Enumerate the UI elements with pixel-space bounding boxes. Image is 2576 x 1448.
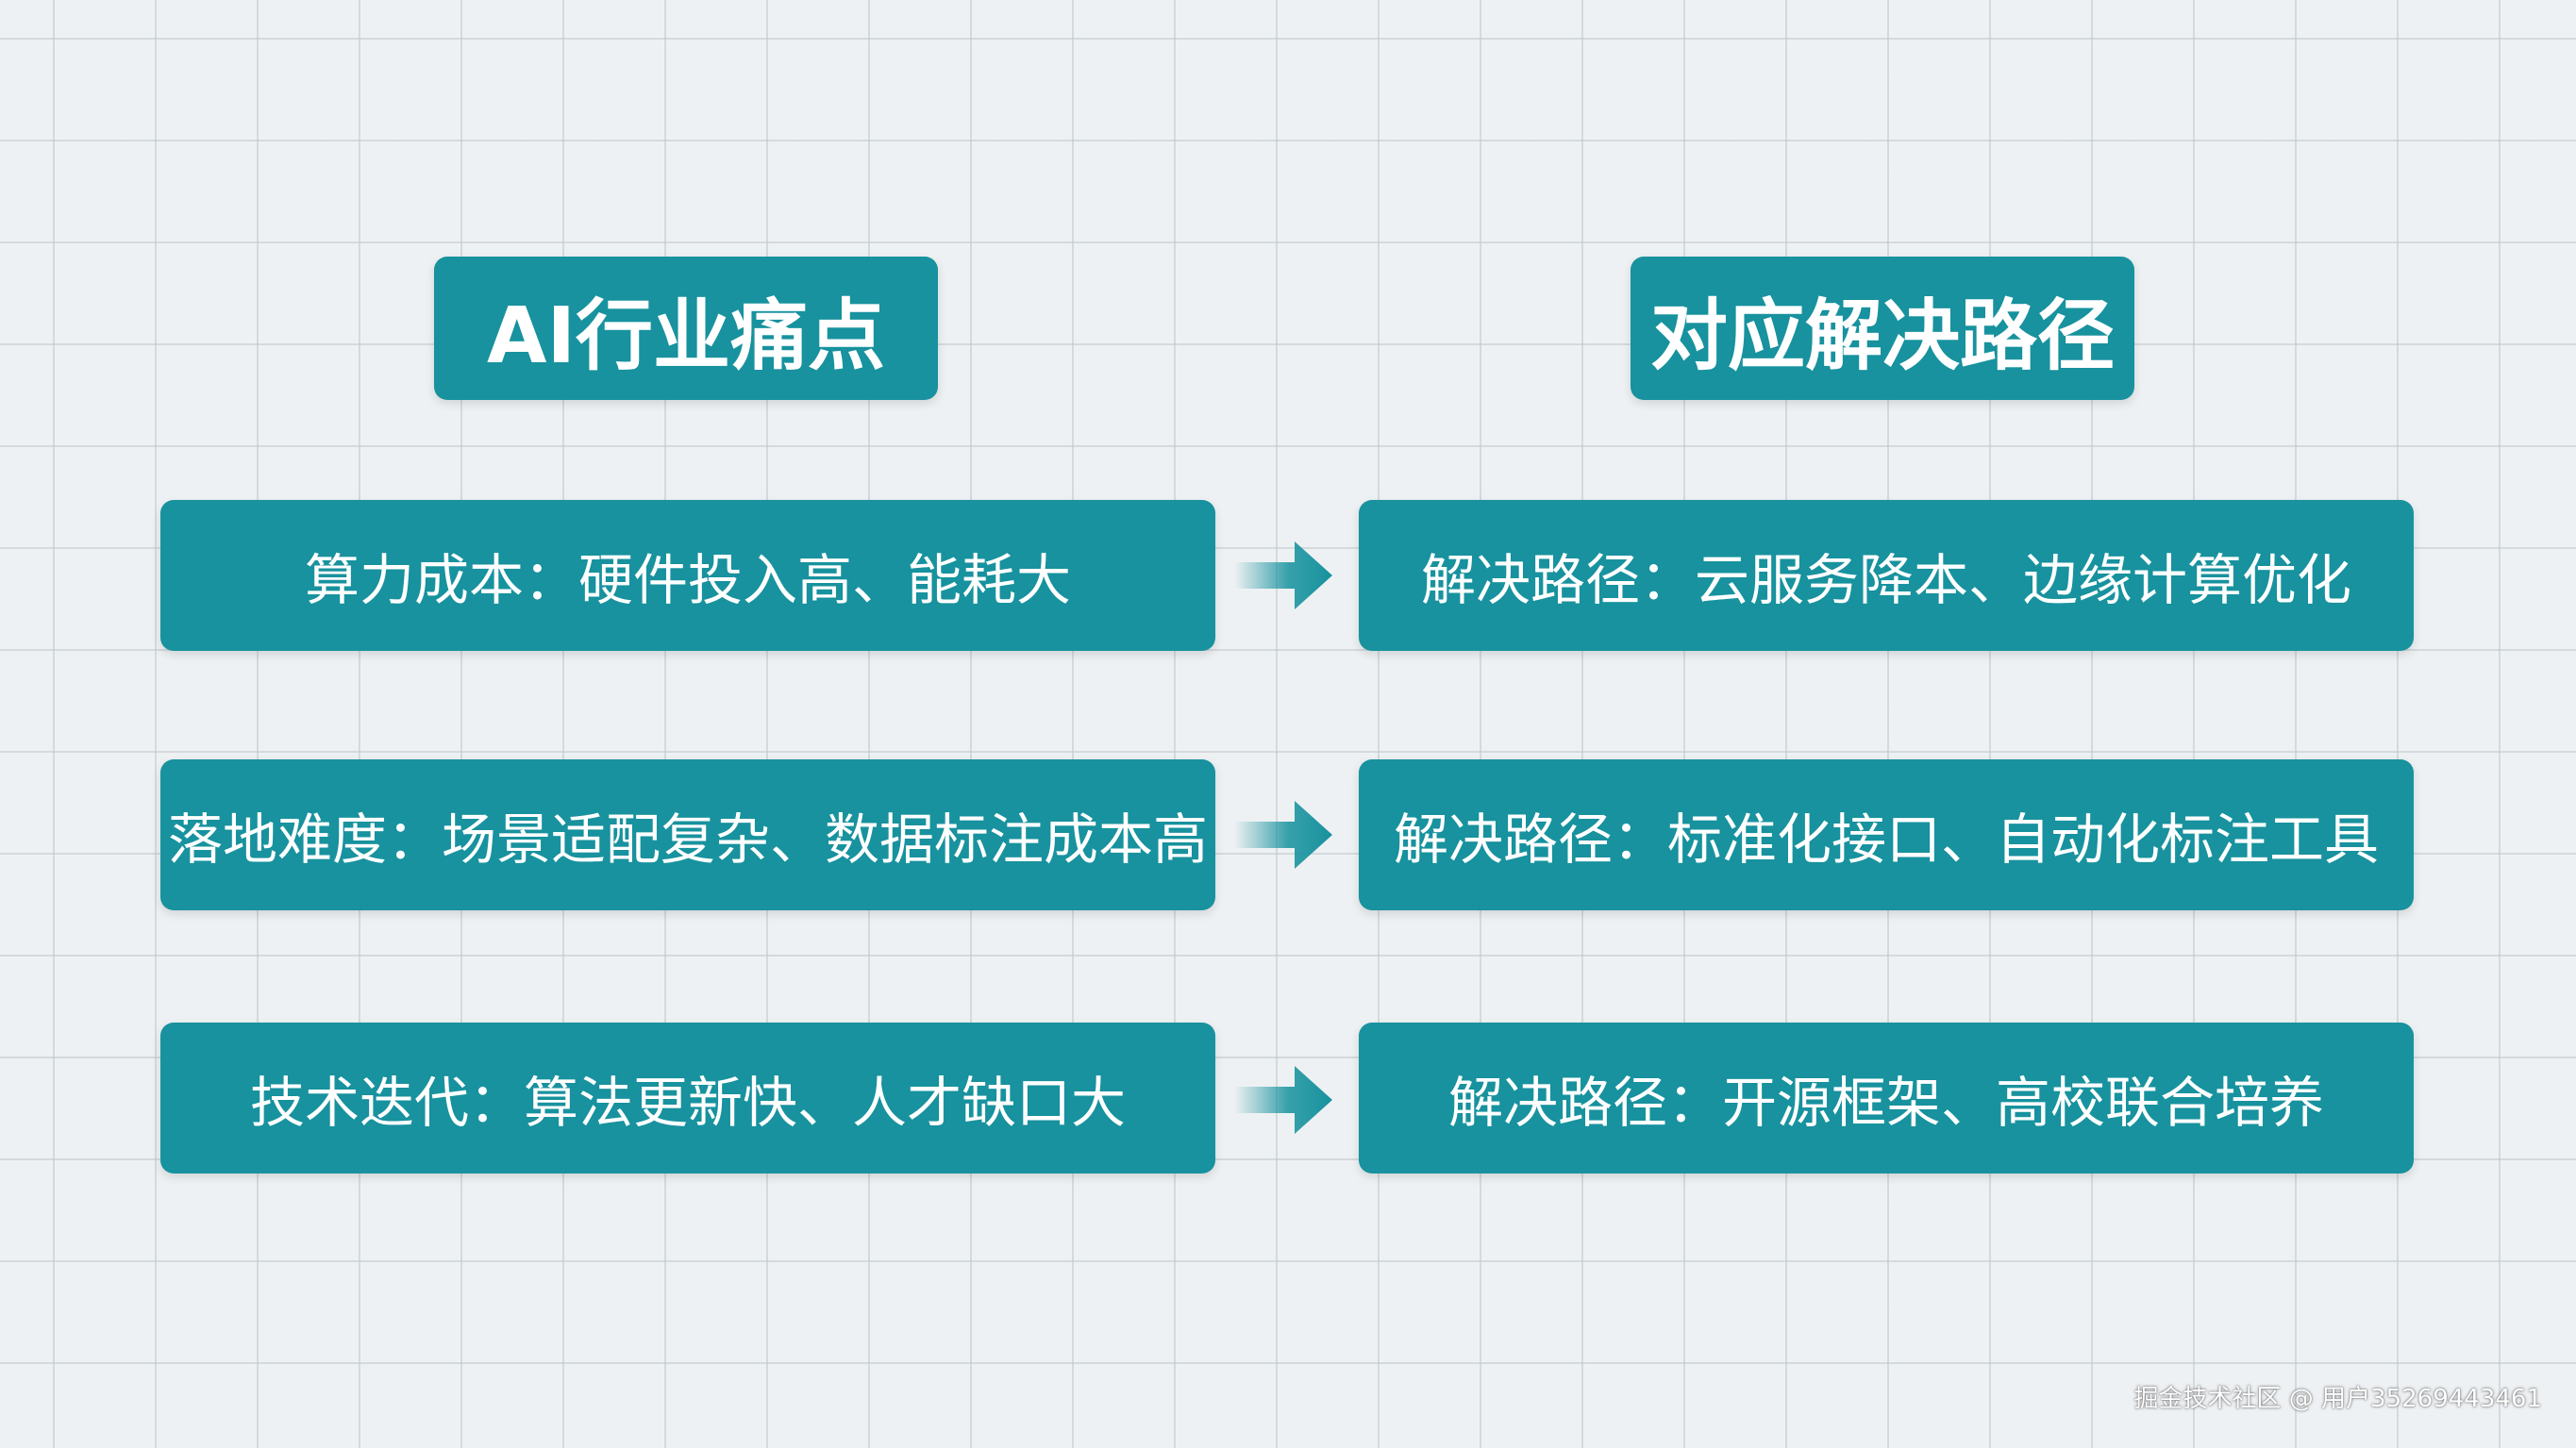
arrow-right-icon [1234, 541, 1332, 609]
solution-box-iteration: 解决路径：开源框架、高校联合培养 [1359, 1023, 2414, 1173]
pain-points-header: AI行业痛点 [434, 257, 938, 400]
pain-point-box-deployment: 落地难度：场景适配复杂、数据标注成本高 [160, 759, 1215, 910]
solution-box-compute: 解决路径：云服务降本、边缘计算优化 [1359, 500, 2414, 651]
arrow-right-icon [1234, 801, 1332, 869]
watermark: 掘金技术社区 @ 用户35269443461 [2133, 1385, 2543, 1413]
solution-box-deployment: 解决路径：标准化接口、自动化标注工具 [1359, 759, 2414, 910]
pain-point-box-iteration: 技术迭代：算法更新快、人才缺口大 [160, 1023, 1215, 1173]
pain-point-box-compute: 算力成本：硬件投入高、能耗大 [160, 500, 1215, 651]
arrow-right-icon [1234, 1066, 1332, 1134]
solutions-header: 对应解决路径 [1631, 257, 2134, 400]
